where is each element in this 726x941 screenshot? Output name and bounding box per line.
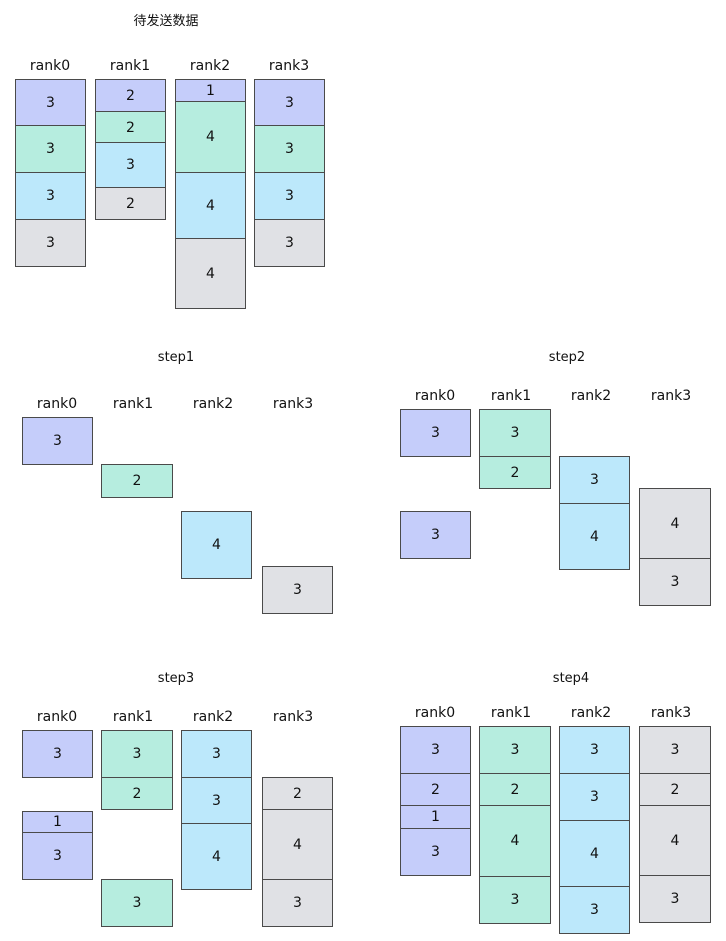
data-block: 3 <box>22 417 93 465</box>
panel-title: step3 <box>157 671 195 686</box>
rank-label-2: rank2 <box>192 396 234 412</box>
data-block: 3 <box>400 409 471 457</box>
rank-label-3: rank3 <box>272 709 314 725</box>
data-block: 2 <box>95 79 166 112</box>
data-block: 3 <box>639 726 711 774</box>
data-block: 4 <box>559 503 630 570</box>
data-block: 4 <box>639 805 711 876</box>
rank-label-2: rank2 <box>570 705 612 721</box>
data-block: 3 <box>479 876 551 924</box>
data-block: 3 <box>559 773 630 821</box>
rank-label-1: rank1 <box>112 709 154 725</box>
rank-label-0: rank0 <box>414 388 456 404</box>
data-block: 4 <box>479 805 551 877</box>
data-block: 2 <box>95 111 166 144</box>
rank-label-0: rank0 <box>414 705 456 721</box>
data-block: 3 <box>400 511 471 559</box>
rank-label-2: rank2 <box>192 709 234 725</box>
data-block: 4 <box>181 823 252 890</box>
panel-title: step1 <box>157 350 195 365</box>
data-block: 2 <box>639 773 711 806</box>
rank-label-2: rank2 <box>570 388 612 404</box>
data-block: 3 <box>262 566 333 614</box>
data-block: 3 <box>181 777 252 825</box>
rank-label-0: rank0 <box>29 58 71 74</box>
data-block: 2 <box>95 187 166 220</box>
data-block: 2 <box>479 456 551 489</box>
data-block: 3 <box>181 730 252 778</box>
data-block: 2 <box>262 777 333 810</box>
data-block: 2 <box>101 777 173 810</box>
rank-label-3: rank3 <box>272 396 314 412</box>
data-block: 4 <box>181 511 252 579</box>
data-block: 3 <box>254 125 325 173</box>
rank-label-1: rank1 <box>112 396 154 412</box>
rank-label-0: rank0 <box>36 709 78 725</box>
data-block: 3 <box>95 142 166 188</box>
data-block: 4 <box>639 488 711 559</box>
panel-title: 待发送数据 <box>133 14 199 29</box>
data-block: 3 <box>400 828 471 876</box>
data-block: 3 <box>262 879 333 927</box>
rank-label-3: rank3 <box>650 388 692 404</box>
data-block: 3 <box>559 886 630 934</box>
rank-label-1: rank1 <box>109 58 151 74</box>
data-block: 3 <box>254 79 325 127</box>
panel-title: step2 <box>548 350 586 365</box>
data-block: 3 <box>479 409 551 457</box>
data-block: 3 <box>400 726 471 774</box>
data-block: 1 <box>175 79 246 102</box>
rank-label-2: rank2 <box>189 58 231 74</box>
data-block: 3 <box>254 172 325 220</box>
data-block: 3 <box>101 730 173 778</box>
rank-label-1: rank1 <box>490 705 532 721</box>
data-block: 2 <box>479 773 551 806</box>
data-block: 3 <box>639 558 711 606</box>
rank-label-3: rank3 <box>268 58 310 74</box>
rank-label-1: rank1 <box>490 388 532 404</box>
data-block: 3 <box>15 219 86 267</box>
data-block: 3 <box>15 79 86 126</box>
data-block: 4 <box>175 101 246 173</box>
data-block: 4 <box>559 820 630 887</box>
data-block: 3 <box>479 726 551 774</box>
data-block: 1 <box>22 811 93 833</box>
data-block: 2 <box>101 464 173 498</box>
data-block: 3 <box>15 125 86 173</box>
data-block: 4 <box>262 809 333 880</box>
data-block: 3 <box>15 172 86 220</box>
data-block: 3 <box>639 875 711 923</box>
data-block: 3 <box>559 726 630 774</box>
rank-label-3: rank3 <box>650 705 692 721</box>
data-block: 3 <box>101 879 173 927</box>
data-block: 3 <box>559 456 630 504</box>
panel-title: step4 <box>552 671 590 686</box>
data-block: 4 <box>175 238 246 309</box>
data-block: 3 <box>254 219 325 267</box>
data-block: 3 <box>22 730 93 778</box>
data-block: 3 <box>22 832 93 880</box>
data-block: 2 <box>400 773 471 806</box>
data-block: 4 <box>175 172 246 239</box>
rank-label-0: rank0 <box>36 396 78 412</box>
data-block: 1 <box>400 805 471 829</box>
